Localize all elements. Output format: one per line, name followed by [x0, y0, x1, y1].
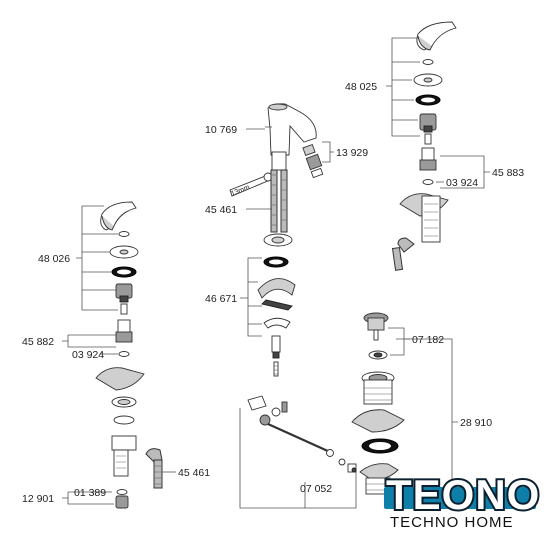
- leader-lines: [62, 37, 490, 509]
- label-07052: 07 052: [300, 483, 332, 495]
- label-13929: 13 929: [336, 147, 368, 159]
- label-48026: 48 026: [38, 253, 70, 265]
- label-45882: 45 882: [22, 336, 54, 348]
- label-46671: 46 671: [205, 293, 237, 305]
- label-45461-center: 45 461: [205, 204, 237, 216]
- logo-tagline: TECHNO HOME: [390, 514, 514, 531]
- teono-logo: TEONO TECHNO HOME: [384, 469, 541, 531]
- label-45461-left: 45 461: [178, 467, 210, 479]
- handle-48026: [100, 201, 139, 315]
- label-48025: 48 025: [345, 81, 377, 93]
- handle-cap-parts: [413, 59, 443, 145]
- drain-28910: [351, 371, 405, 495]
- handle-48025: [416, 21, 457, 51]
- flex-hose-center: [270, 169, 288, 233]
- label-10769: 10 769: [205, 124, 237, 136]
- aerator-13929: [302, 143, 324, 179]
- label-01389: 01 389: [74, 487, 106, 499]
- cartridge-45883: [419, 147, 437, 185]
- popup-rod-07052: [247, 395, 357, 473]
- label-03924-right: 03 924: [446, 177, 478, 189]
- side-valve-body: [391, 193, 449, 271]
- wrench-13mm: [229, 172, 273, 197]
- base-gasket-center: [263, 233, 293, 247]
- label-28910: 28 910: [460, 417, 492, 429]
- faucet-body: [265, 103, 317, 171]
- mount-kit-46671: [257, 256, 296, 377]
- label-45883: 45 883: [492, 167, 524, 179]
- logo-brand: TEONO: [386, 471, 540, 518]
- label-07182: 07 182: [412, 334, 444, 346]
- popup-plug-07182: [363, 312, 389, 360]
- label-12901: 12 901: [22, 493, 54, 505]
- label-03924-left: 03 924: [72, 349, 104, 361]
- cartridge-45882: [115, 319, 133, 357]
- side-valve-body-left: [95, 367, 163, 509]
